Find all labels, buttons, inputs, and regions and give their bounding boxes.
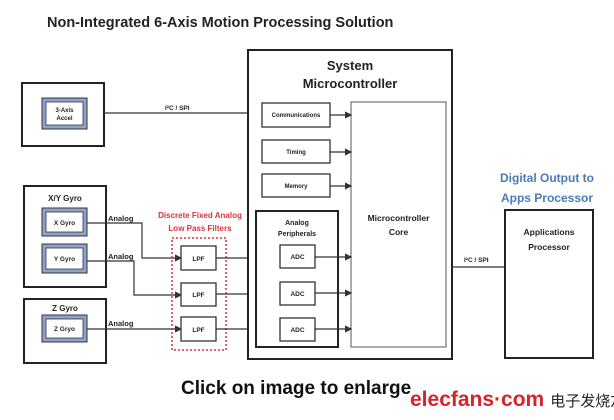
memory-label: Memory bbox=[284, 184, 308, 190]
i2c-label-apps: I²C / SPI bbox=[464, 257, 489, 264]
enlarge-caption[interactable]: Click on image to enlarge bbox=[181, 378, 412, 399]
svg-text:Applications: Applications bbox=[523, 227, 574, 237]
filters-label-1: Discrete Fixed Analog bbox=[158, 211, 242, 220]
z-gyro-block: Z Gyro Z Gryo bbox=[23, 298, 107, 364]
accel-label-1: 3-Axis bbox=[55, 108, 74, 114]
svg-text:LPF: LPF bbox=[192, 256, 204, 263]
analog-label-x: Analog bbox=[108, 214, 134, 223]
z-gyro-label: Z Gyro bbox=[52, 304, 78, 313]
svg-text:ADC: ADC bbox=[290, 327, 304, 334]
svg-text:Analog: Analog bbox=[285, 220, 309, 227]
xy-gyro-block: X/Y Gyro X Gyro Y Gyro bbox=[23, 185, 107, 288]
lpf-1: LPF bbox=[180, 245, 217, 271]
svg-text:LPF: LPF bbox=[192, 292, 204, 299]
x-analog-line bbox=[87, 222, 183, 262]
svg-text:ADC: ADC bbox=[290, 254, 304, 261]
xy-gyro-label: X/Y Gyro bbox=[48, 194, 82, 203]
accel-label-2: Accel bbox=[56, 116, 72, 122]
svg-text:Microcontroller: Microcontroller bbox=[368, 213, 431, 223]
mcu-title-2: Microcontroller bbox=[303, 76, 398, 91]
svg-text:ADC: ADC bbox=[290, 291, 304, 298]
diagram-title: Non-Integrated 6-Axis Motion Processing … bbox=[47, 15, 393, 31]
watermark-logo: elecfans·com 电子发烧友 bbox=[410, 388, 614, 414]
timing-label: Timing bbox=[286, 150, 306, 156]
x-gyro-label: X Gyro bbox=[54, 220, 75, 227]
communications-label: Communications bbox=[272, 113, 321, 119]
y-analog-line bbox=[87, 260, 183, 299]
mcu-title-1: System bbox=[327, 58, 373, 73]
svg-text:Peripherals: Peripherals bbox=[278, 231, 316, 238]
analog-label-z: Analog bbox=[108, 319, 134, 328]
filters-label-2: Low Pass Filters bbox=[168, 224, 232, 233]
svg-text:LPF: LPF bbox=[192, 327, 204, 334]
svg-text:Core: Core bbox=[389, 227, 409, 237]
accel-block: 3-Axis Accel bbox=[21, 82, 105, 147]
apps-heading-2: Apps Processor bbox=[501, 191, 593, 205]
y-gyro-label: Y Gyro bbox=[54, 256, 75, 263]
i2c-label-sensor: I²C / SPI bbox=[165, 105, 190, 112]
analog-label-y: Analog bbox=[108, 252, 134, 261]
lpf-3: LPF bbox=[180, 316, 217, 342]
watermark-cn: 电子发烧友 bbox=[550, 392, 614, 410]
watermark-en: elecfans·com bbox=[410, 388, 545, 411]
communications-block bbox=[261, 102, 331, 128]
svg-text:Processor: Processor bbox=[528, 242, 570, 252]
z-gryo-inner-label: Z Gryo bbox=[54, 326, 75, 333]
microcontroller-core bbox=[350, 101, 447, 348]
applications-processor: Applications Processor bbox=[504, 209, 594, 359]
apps-heading-1: Digital Output to bbox=[500, 171, 594, 185]
lpf-2: LPF bbox=[180, 282, 217, 307]
system-microcontroller: System Microcontroller Communications Ti… bbox=[247, 49, 453, 360]
